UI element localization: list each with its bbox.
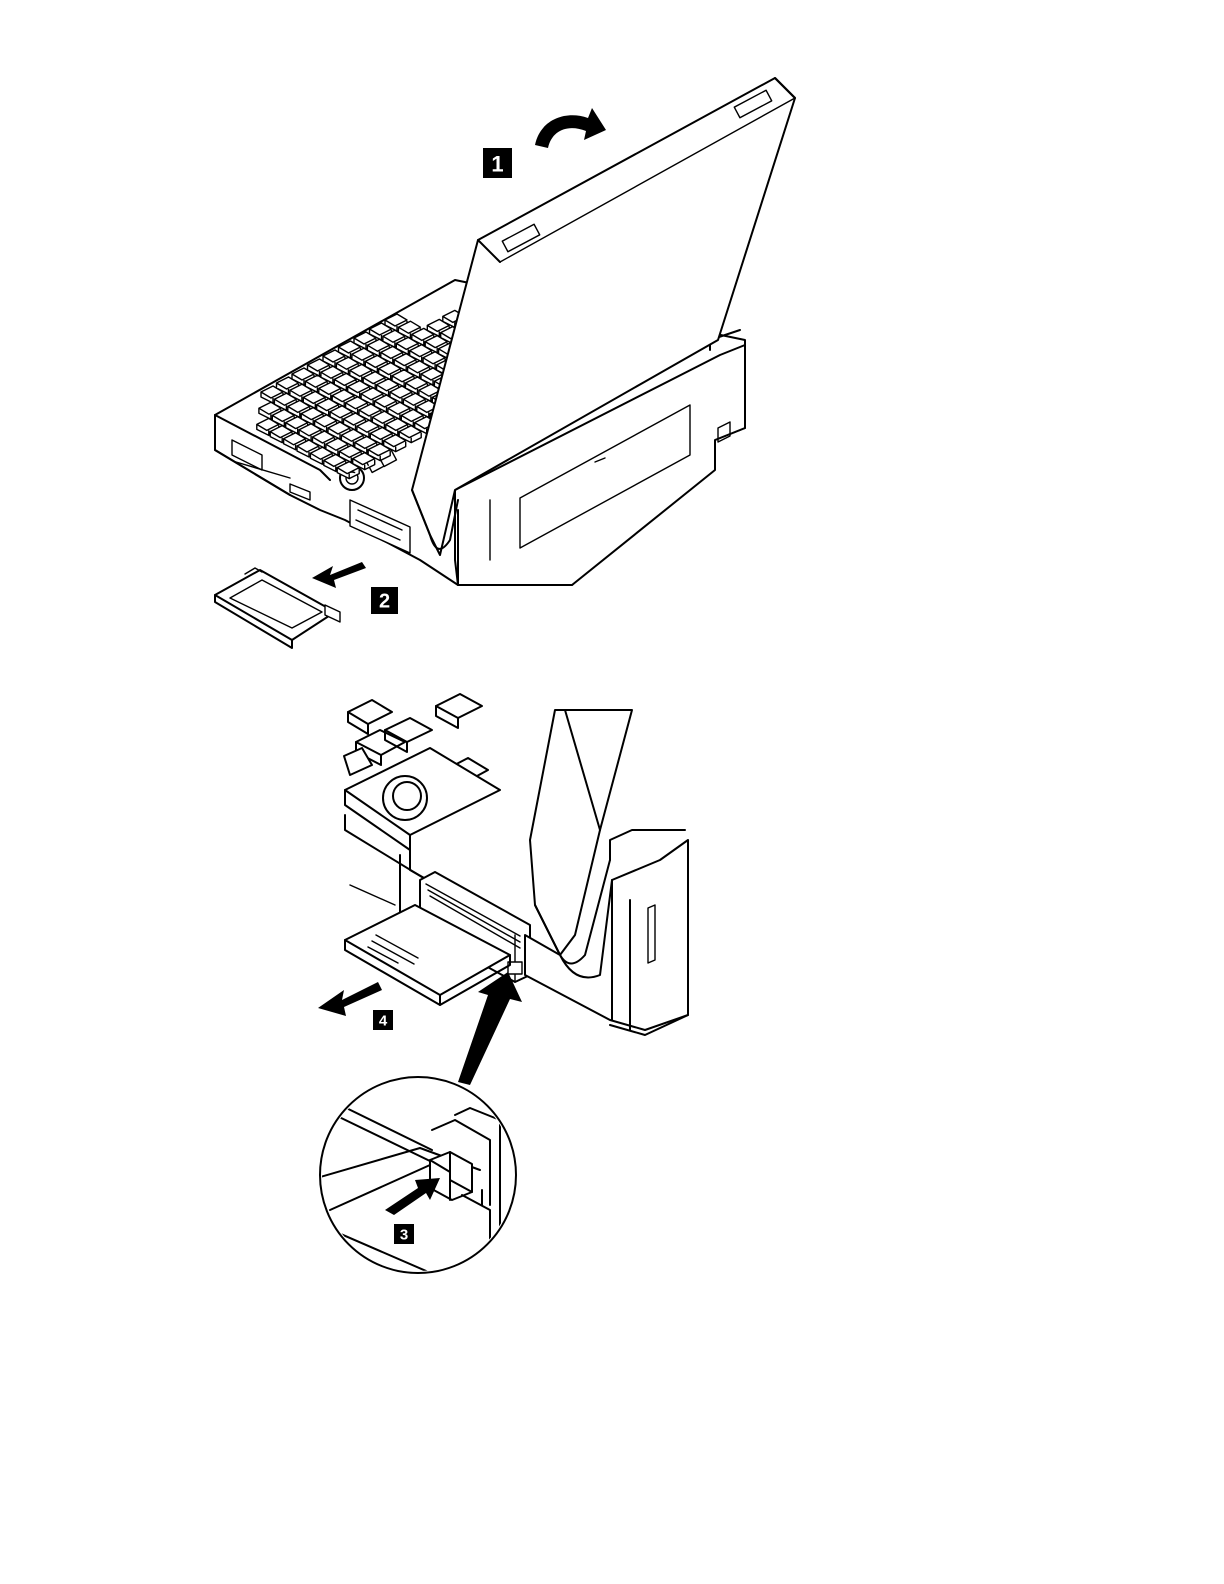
- step-badge-1: 1: [483, 148, 512, 178]
- step-badge-2: 2: [371, 587, 398, 614]
- remove-cover-arrow-icon: [312, 562, 366, 588]
- open-lid-arrow-icon: [535, 108, 606, 148]
- closeup-illustration: [344, 694, 688, 1035]
- magnified-detail: [310, 1077, 516, 1290]
- step-number: 2: [379, 591, 390, 613]
- step-number: 4: [379, 1013, 388, 1030]
- step-badge-4: 4: [373, 1010, 393, 1030]
- remove-card-arrow-icon: [318, 982, 382, 1016]
- step-number: 1: [491, 152, 503, 177]
- step-badge-3: 3: [394, 1224, 414, 1244]
- step-number: 3: [400, 1227, 408, 1244]
